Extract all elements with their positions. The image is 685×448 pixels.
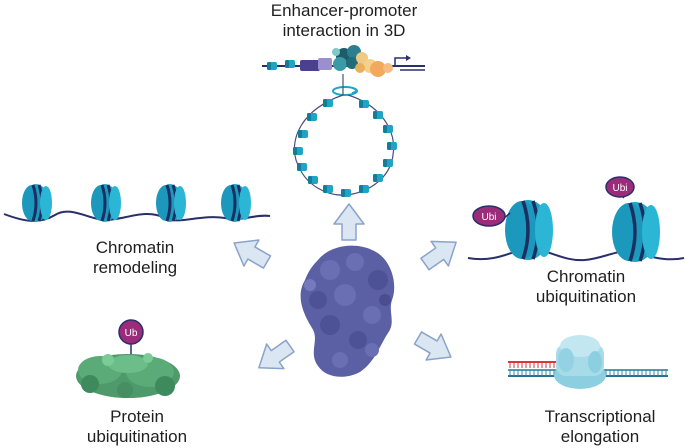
label-chromatin-remodeling: Chromatin remodeling [60,238,210,278]
ubi-tag: Ubi [472,205,506,227]
label-line: remodeling [92,258,178,277]
arrow-lower-left [258,339,295,370]
arrow-upper-left [233,239,272,269]
arrow-lower-right [413,331,452,361]
loop-nucleosomes [293,99,397,197]
chromatin-remodeling-illustration [3,182,271,224]
arrow-up [333,203,365,241]
label-enhancer-promoter: Enhancer-promoter interaction in 3D [244,1,444,41]
chromatin-ubiquitination-illustration: Ubi Ubi [467,176,685,264]
rna-polymerase [554,335,606,389]
central-protein [300,245,395,377]
label-chromatin-ubiquitination: Chromatin ubiquitination [511,267,661,307]
label-line: Enhancer-promoter [270,1,418,20]
label-line: Chromatin [546,267,626,286]
ubi-tag: Ubi [605,176,635,198]
nucleosome [20,182,54,224]
label-line: Protein [110,407,164,426]
protein-ubiquitination-illustration: Ub [76,319,180,398]
label-line: ubiquitination [535,287,637,306]
top-nucleosome [285,60,295,68]
transcriptional-elongation-illustration [508,335,668,389]
arrow-upper-right [420,240,457,271]
label-line: interaction in 3D [282,21,406,40]
nucleosome [610,200,662,264]
ub-tag: Ub [118,319,144,345]
nucleosome [154,182,188,224]
nucleosome [503,198,555,262]
label-line: Transcriptional [544,407,656,426]
enhancer-promoter-illustration [262,45,425,197]
svg-text:Ub: Ub [125,328,138,339]
green-protein [76,353,180,398]
label-line: elongation [560,427,640,446]
label-protein-ubiquitination: Protein ubiquitination [62,407,212,447]
label-line: Chromatin [95,238,175,257]
label-line: ubiquitination [86,427,188,446]
nucleosome [89,182,123,224]
svg-text:Ubi: Ubi [481,212,496,223]
top-nucleosome [267,62,277,70]
mediator-complex [332,45,393,77]
svg-text:Ubi: Ubi [612,183,627,194]
nucleosome [219,182,253,224]
label-transcriptional-elongation: Transcriptional elongation [525,407,675,447]
